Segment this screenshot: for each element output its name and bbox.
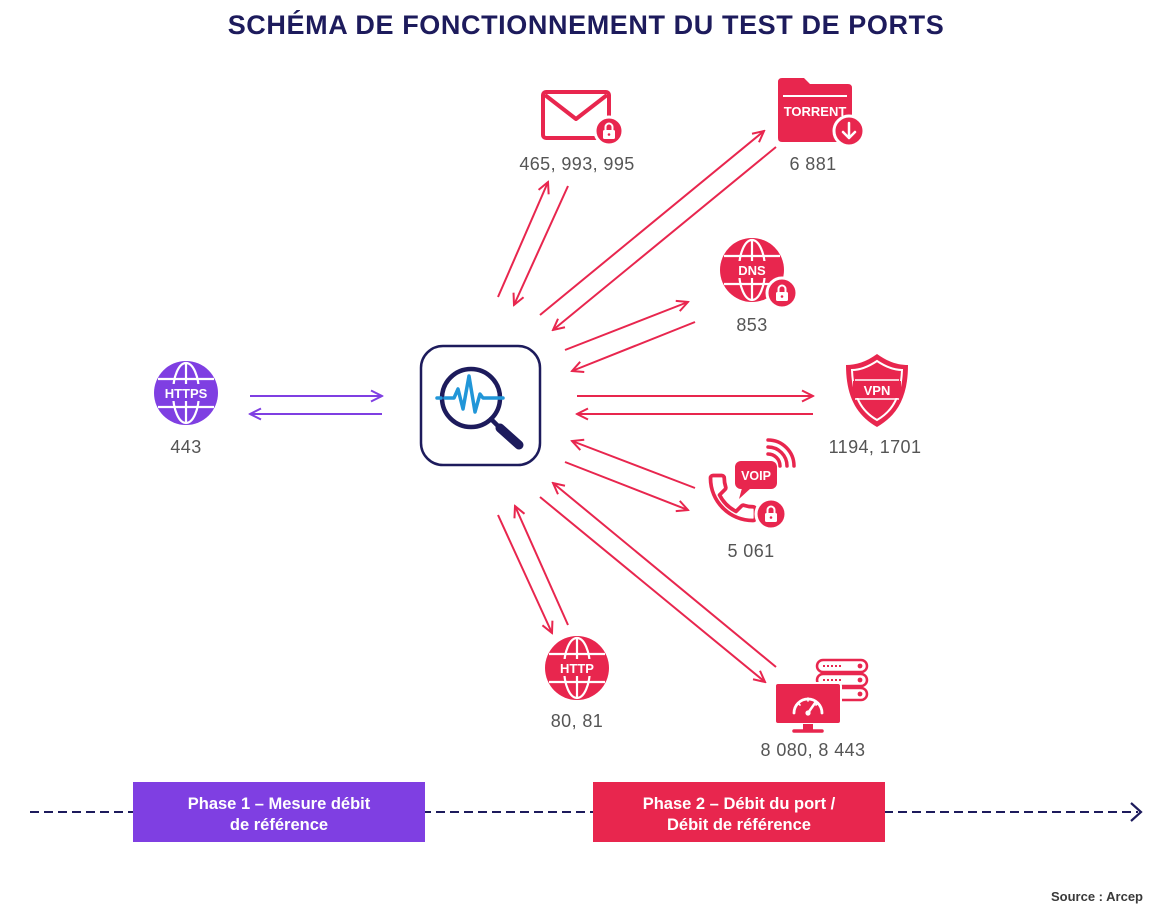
http-icon-text: HTTP bbox=[560, 661, 594, 676]
phase-2-line-1: Phase 2 – Débit du port / bbox=[643, 795, 836, 813]
arrow-from-http bbox=[515, 506, 569, 626]
https-globe-icon: HTTPS bbox=[154, 361, 218, 425]
mail-port-label: 465, 993, 995 bbox=[519, 154, 634, 174]
vpn-port-label: 1194, 1701 bbox=[829, 437, 922, 457]
mail-lock-icon bbox=[541, 90, 625, 147]
http-port-label: 80, 81 bbox=[551, 711, 603, 731]
arrow-to-voip bbox=[564, 461, 688, 510]
https-icon-text: HTTPS bbox=[165, 386, 208, 401]
arrow-to-server bbox=[539, 496, 765, 682]
arrow-to-mail bbox=[497, 182, 548, 298]
timeline: Phase 1 – Mesure débit de référence Phas… bbox=[30, 782, 1143, 842]
arrow-from-torrent bbox=[553, 146, 777, 330]
arrow-from-mail bbox=[514, 185, 569, 305]
arrow-to-dns bbox=[564, 302, 688, 351]
phase-2-line-2: Débit de référence bbox=[667, 816, 811, 834]
lock-icon bbox=[593, 115, 625, 147]
download-icon bbox=[832, 114, 866, 148]
phase-1-line-1: Phase 1 – Mesure débit bbox=[188, 795, 371, 813]
dns-port-label: 853 bbox=[736, 315, 767, 335]
dns-globe-lock-icon: DNS bbox=[720, 238, 799, 310]
arrow-to-torrent bbox=[539, 131, 764, 316]
https-port-label: 443 bbox=[170, 437, 201, 457]
page-title: SCHÉMA DE FONCTIONNEMENT DU TEST DE PORT… bbox=[228, 9, 945, 40]
voip-phone-lock-icon: VOIP bbox=[708, 438, 796, 531]
arrow-from-server bbox=[553, 483, 777, 668]
arrow-from-dns bbox=[572, 321, 696, 371]
voip-icon-text: VOIP bbox=[741, 469, 771, 483]
server-port-label: 8 080, 8 443 bbox=[761, 740, 866, 760]
arrow-from-voip bbox=[572, 441, 696, 489]
vpn-shield-icon: VPN bbox=[846, 354, 908, 427]
phase-2-box: Phase 2 – Débit du port / Débit de référ… bbox=[593, 782, 885, 842]
lock-icon bbox=[754, 497, 788, 531]
server-monitor-icon bbox=[774, 658, 869, 733]
torrent-port-label: 6 881 bbox=[789, 154, 836, 174]
dns-icon-text: DNS bbox=[738, 263, 766, 278]
arrow-to-http bbox=[497, 514, 552, 633]
monitor-speedometer-icon bbox=[774, 682, 842, 733]
phone-icon bbox=[708, 473, 758, 523]
wifi-icon bbox=[766, 438, 796, 468]
speech-bubble: VOIP bbox=[735, 461, 777, 499]
phase-1-box: Phase 1 – Mesure débit de référence bbox=[133, 782, 425, 842]
torrent-folder-icon: TORRENT bbox=[778, 78, 866, 148]
lock-icon bbox=[765, 276, 799, 310]
http-globe-icon: HTTP bbox=[545, 636, 609, 700]
voip-port-label: 5 061 bbox=[727, 541, 774, 561]
torrent-icon-text: TORRENT bbox=[784, 104, 847, 119]
source-credit: Source : Arcep bbox=[1051, 889, 1143, 904]
magnifier-pulse-icon bbox=[419, 344, 542, 467]
timeline-arrow-head bbox=[1130, 802, 1143, 822]
service-arrows bbox=[497, 131, 813, 682]
vpn-icon-text: VPN bbox=[864, 383, 891, 398]
phase-1-line-2: de référence bbox=[230, 816, 328, 834]
reference-arrows bbox=[250, 396, 382, 414]
